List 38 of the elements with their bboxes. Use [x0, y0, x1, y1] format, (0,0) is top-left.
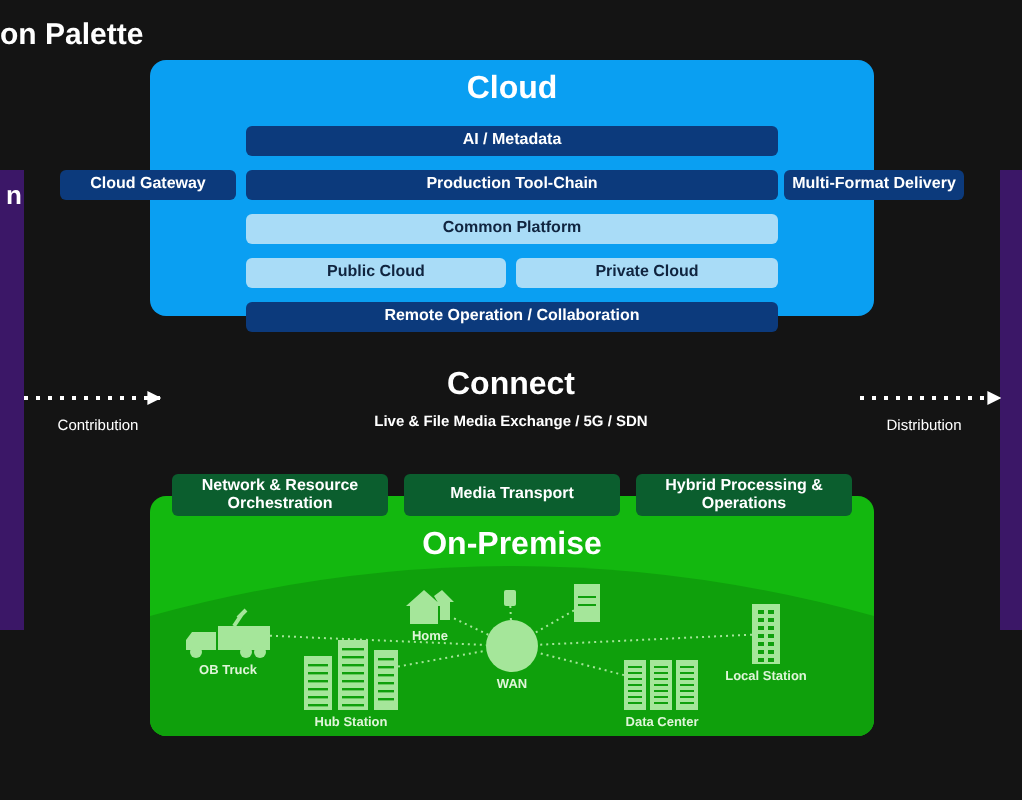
dotted-link	[509, 605, 512, 621]
dotted-arrow	[860, 391, 1002, 405]
bar	[60, 170, 236, 200]
box-label: AI / Metadata	[462, 132, 562, 150]
panel-heading: On-Premise	[420, 528, 604, 564]
box-label: Remote Operation / Collaboration	[384, 308, 640, 326]
bar	[516, 258, 778, 288]
box-label: Common Platform	[442, 220, 582, 238]
box-label: Media Transport	[450, 486, 574, 504]
dotted-link	[536, 651, 625, 677]
box-label: Production Tool-Chain	[426, 176, 598, 194]
bar	[246, 170, 778, 200]
dotted-link	[269, 634, 487, 646]
box-label: Hybrid Processing & Operations	[663, 478, 825, 512]
side-panel	[1000, 170, 1022, 630]
box-label: Multi-Format Delivery	[792, 176, 956, 194]
dotted-arrow	[24, 391, 162, 405]
dotted-link	[536, 633, 753, 646]
tab-box	[636, 474, 852, 516]
panel-heading: Cloud	[464, 72, 560, 108]
section-heading: Connect	[447, 368, 575, 404]
bar	[246, 302, 778, 332]
dotted-link	[397, 649, 488, 668]
box-label: Cloud Gateway	[90, 176, 206, 194]
bar	[784, 170, 964, 200]
tab-box	[404, 474, 620, 516]
box-label: Private Cloud	[595, 264, 699, 282]
side-panel	[0, 170, 24, 630]
bar	[246, 214, 778, 244]
bar	[246, 258, 506, 288]
box-label: n	[6, 182, 22, 210]
dotted-link	[453, 617, 490, 636]
box-label: Public Cloud	[327, 264, 425, 282]
box-label: Network & Resource Orchestration	[199, 478, 361, 512]
tab-box	[172, 474, 388, 516]
bar	[246, 126, 778, 156]
page-title: on Palette	[0, 18, 144, 52]
dotted-link	[533, 609, 575, 635]
